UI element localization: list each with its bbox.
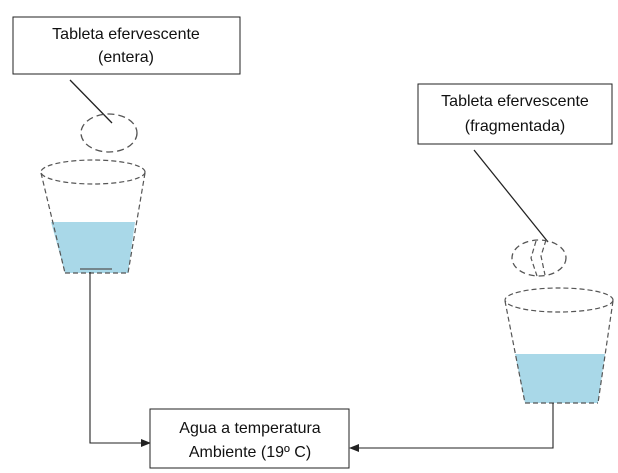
fragmented-tablet-icon [511, 239, 567, 277]
fragmented-tablet-label-line2: (fragmentada) [465, 118, 566, 135]
right-cup [504, 287, 614, 404]
left-cup [40, 159, 146, 274]
whole-tablet-label-line2: (entera) [98, 49, 154, 66]
water-label-line1: Agua a temperatura [179, 420, 321, 437]
fragmented-tablet-pointer-line [473, 149, 549, 243]
whole-tablet-label-box: Tableta efervescente (entera) [12, 16, 241, 75]
whole-tablet-label-line1: Tableta efervescente [52, 26, 200, 43]
left-cup-connector-arrow [89, 272, 151, 447]
whole-tablet-icon [80, 113, 138, 153]
fragmented-tablet-label-line1: Tableta efervescente [441, 93, 589, 110]
whole-tablet-pointer-line [69, 79, 113, 124]
right-cup-connector-arrow [349, 403, 554, 452]
water-label-box: Agua a temperatura Ambiente (19º C) [149, 408, 350, 469]
fragmented-tablet-label-box: Tableta efervescente (fragmentada) [417, 83, 613, 145]
water-label-line2: Ambiente (19º C) [189, 444, 311, 461]
left-cup-water [51, 222, 135, 273]
right-cup-water [515, 354, 605, 403]
